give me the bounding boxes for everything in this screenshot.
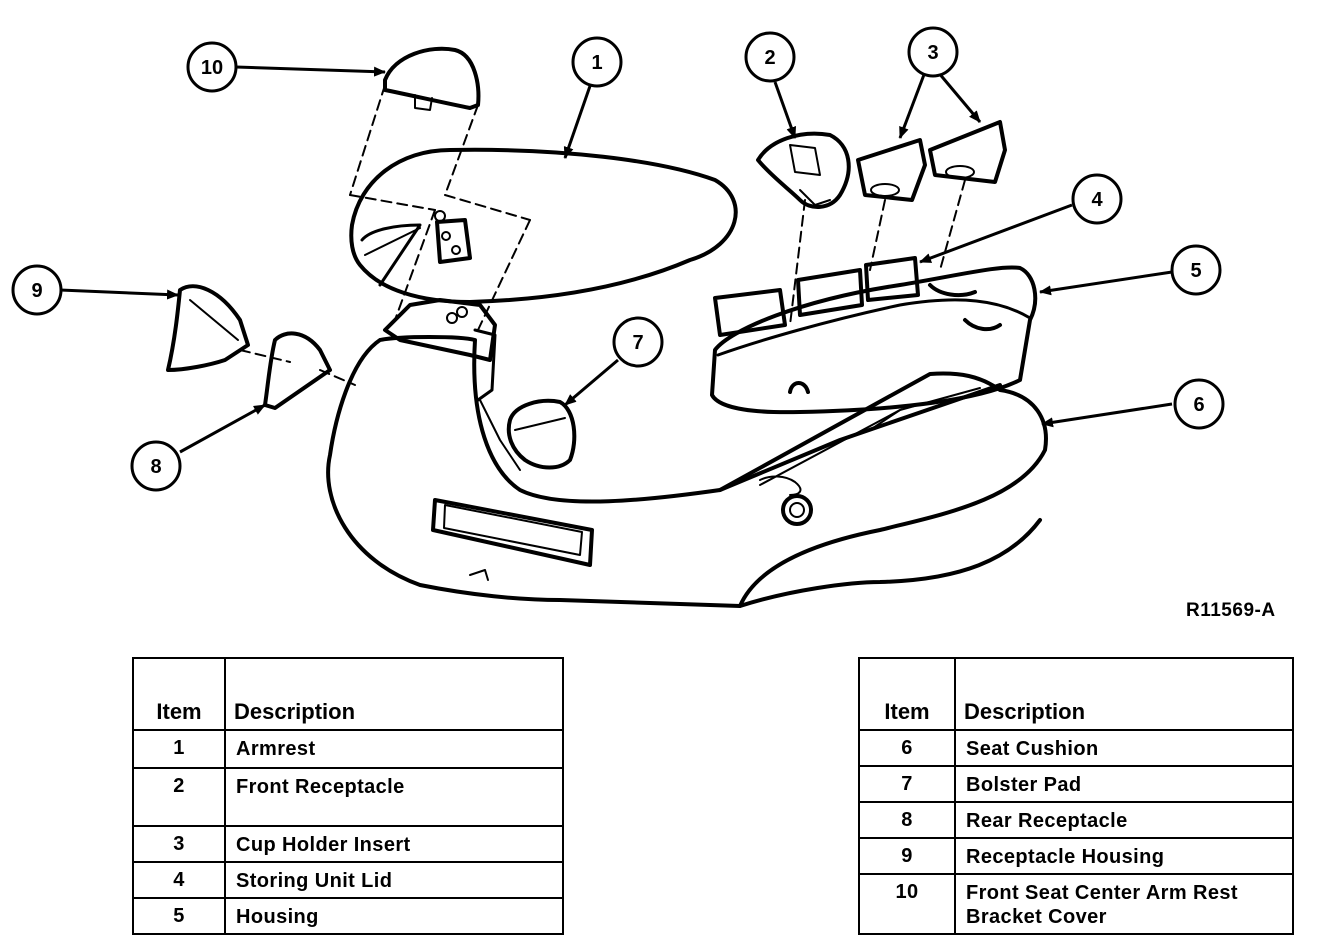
legend-item-number: 2 bbox=[132, 767, 226, 827]
legend-row: 7 Bolster Pad bbox=[858, 765, 1294, 803]
armrest-bracket-part bbox=[383, 298, 497, 402]
legend-item-description: Storing Unit Lid bbox=[224, 861, 564, 899]
callout-6: 6 bbox=[1173, 378, 1225, 430]
legend-header-item: Item bbox=[132, 657, 226, 731]
callout-label-6: 6 bbox=[1193, 394, 1204, 416]
legend-item-number: 7 bbox=[858, 765, 956, 803]
callout-label-7: 7 bbox=[632, 332, 643, 354]
seat-cushion-part bbox=[326, 335, 1048, 608]
bolster-pad-part bbox=[506, 399, 577, 470]
callout-5: 5 bbox=[1170, 244, 1222, 296]
legend-row: 4 Storing Unit Lid bbox=[132, 861, 564, 899]
legend-item-number: 8 bbox=[858, 801, 956, 839]
callout-10: 10 bbox=[186, 41, 238, 93]
legend-item-description: Front Seat Center Arm Rest Bracket Cover bbox=[954, 873, 1294, 935]
callout-4: 4 bbox=[1071, 173, 1123, 225]
legend-item-number: 4 bbox=[132, 861, 226, 899]
parts-legend-table-left: Item Description 1 Armrest 2 Front Recep… bbox=[132, 657, 564, 935]
bracket-cover-part bbox=[383, 46, 481, 111]
legend-row: 9 Receptacle Housing bbox=[858, 837, 1294, 875]
callout-label-5: 5 bbox=[1190, 260, 1201, 282]
callout-9: 9 bbox=[11, 264, 63, 316]
rear-receptacle-part bbox=[263, 331, 332, 410]
legend-item-number: 10 bbox=[858, 873, 956, 935]
legend-item-description: Rear Receptacle bbox=[954, 801, 1294, 839]
callout-7: 7 bbox=[612, 316, 664, 368]
callout-label-2: 2 bbox=[764, 47, 775, 69]
parts-legend-table-right: Item Description 6 Seat Cushion 7 Bolste… bbox=[858, 657, 1294, 935]
legend-item-number: 5 bbox=[132, 897, 226, 935]
cup-holder-insert-part bbox=[856, 120, 1007, 202]
legend-row: 6 Seat Cushion bbox=[858, 729, 1294, 767]
callout-label-3: 3 bbox=[927, 42, 938, 64]
legend-item-description: Bolster Pad bbox=[954, 765, 1294, 803]
legend-header-description: Description bbox=[954, 657, 1294, 731]
legend-item-description: Armrest bbox=[224, 729, 564, 769]
legend-header-row: Item Description bbox=[858, 657, 1294, 731]
armrest-part bbox=[349, 147, 738, 304]
legend-row: 10 Front Seat Center Arm Rest Bracket Co… bbox=[858, 873, 1294, 935]
legend-row: 1 Armrest bbox=[132, 729, 564, 769]
callout-8: 8 bbox=[130, 440, 182, 492]
legend-item-description: Seat Cushion bbox=[954, 729, 1294, 767]
housing-part bbox=[710, 256, 1038, 415]
callout-label-10: 10 bbox=[201, 57, 223, 79]
legend-item-number: 3 bbox=[132, 825, 226, 863]
legend-row: 2 Front Receptacle bbox=[132, 767, 564, 827]
receptacle-housing-part bbox=[166, 284, 250, 372]
legend-item-description: Receptacle Housing bbox=[954, 837, 1294, 875]
callout-1: 1 bbox=[571, 36, 623, 88]
front-receptacle-part bbox=[756, 131, 851, 209]
legend-header-row: Item Description bbox=[132, 657, 564, 731]
legend-item-description: Front Receptacle bbox=[224, 767, 564, 827]
legend-item-number: 1 bbox=[132, 729, 226, 769]
legend-header-description: Description bbox=[224, 657, 564, 731]
callout-leaders bbox=[59, 65, 1173, 454]
callout-label-8: 8 bbox=[150, 456, 161, 478]
legend-item-number: 9 bbox=[858, 837, 956, 875]
legend-item-description: Housing bbox=[224, 897, 564, 935]
callout-3: 3 bbox=[907, 26, 959, 78]
legend-row: 8 Rear Receptacle bbox=[858, 801, 1294, 839]
legend-item-number: 6 bbox=[858, 729, 956, 767]
explode-lines bbox=[239, 84, 966, 386]
legend-row: 3 Cup Holder Insert bbox=[132, 825, 564, 863]
callout-2: 2 bbox=[744, 31, 796, 83]
callout-label-1: 1 bbox=[591, 52, 602, 74]
callout-label-4: 4 bbox=[1091, 189, 1103, 211]
exploded-parts-diagram: 1 2 3 4 5 6 7 8 9 10 bbox=[11, 26, 1225, 608]
callout-label-9: 9 bbox=[31, 280, 42, 302]
legend-item-description: Cup Holder Insert bbox=[224, 825, 564, 863]
legend-row: 5 Housing bbox=[132, 897, 564, 935]
figure-reference-code: R11569-A bbox=[1186, 600, 1276, 621]
legend-header-item: Item bbox=[858, 657, 956, 731]
